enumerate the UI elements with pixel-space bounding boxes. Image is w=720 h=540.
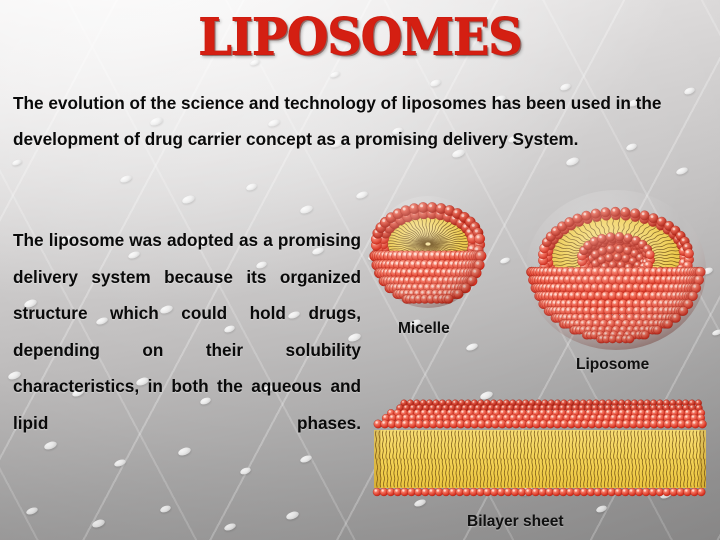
micelle-label: Micelle <box>398 320 450 337</box>
background-speck <box>565 155 580 168</box>
background-speck <box>11 158 23 167</box>
micelle-diagram <box>369 196 487 312</box>
background-speck <box>223 522 237 532</box>
background-speck <box>285 509 300 522</box>
background-speck <box>25 506 39 516</box>
paragraph-intro: The evolution of the science and technol… <box>13 93 662 149</box>
bilayer-sheet-diagram <box>368 396 712 508</box>
background-speck <box>119 174 133 184</box>
background-speck <box>499 256 511 265</box>
background-speck <box>465 342 479 352</box>
background-speck <box>181 193 196 206</box>
liposome-label: Liposome <box>576 356 650 373</box>
background-speck <box>329 70 341 79</box>
bilayer-sheet-label: Bilayer sheet <box>467 513 564 530</box>
background-speck <box>159 504 172 514</box>
background-speck <box>711 328 720 337</box>
page-title: LIPOSOMES <box>198 7 523 67</box>
liposome-diagram <box>524 190 708 352</box>
background-speck <box>91 517 106 530</box>
paragraph-body: The liposome was adopted as a promising … <box>13 230 361 433</box>
background-speck <box>355 190 369 200</box>
background-speck <box>299 203 314 216</box>
background-speck <box>245 182 258 192</box>
background-speck <box>675 166 689 176</box>
